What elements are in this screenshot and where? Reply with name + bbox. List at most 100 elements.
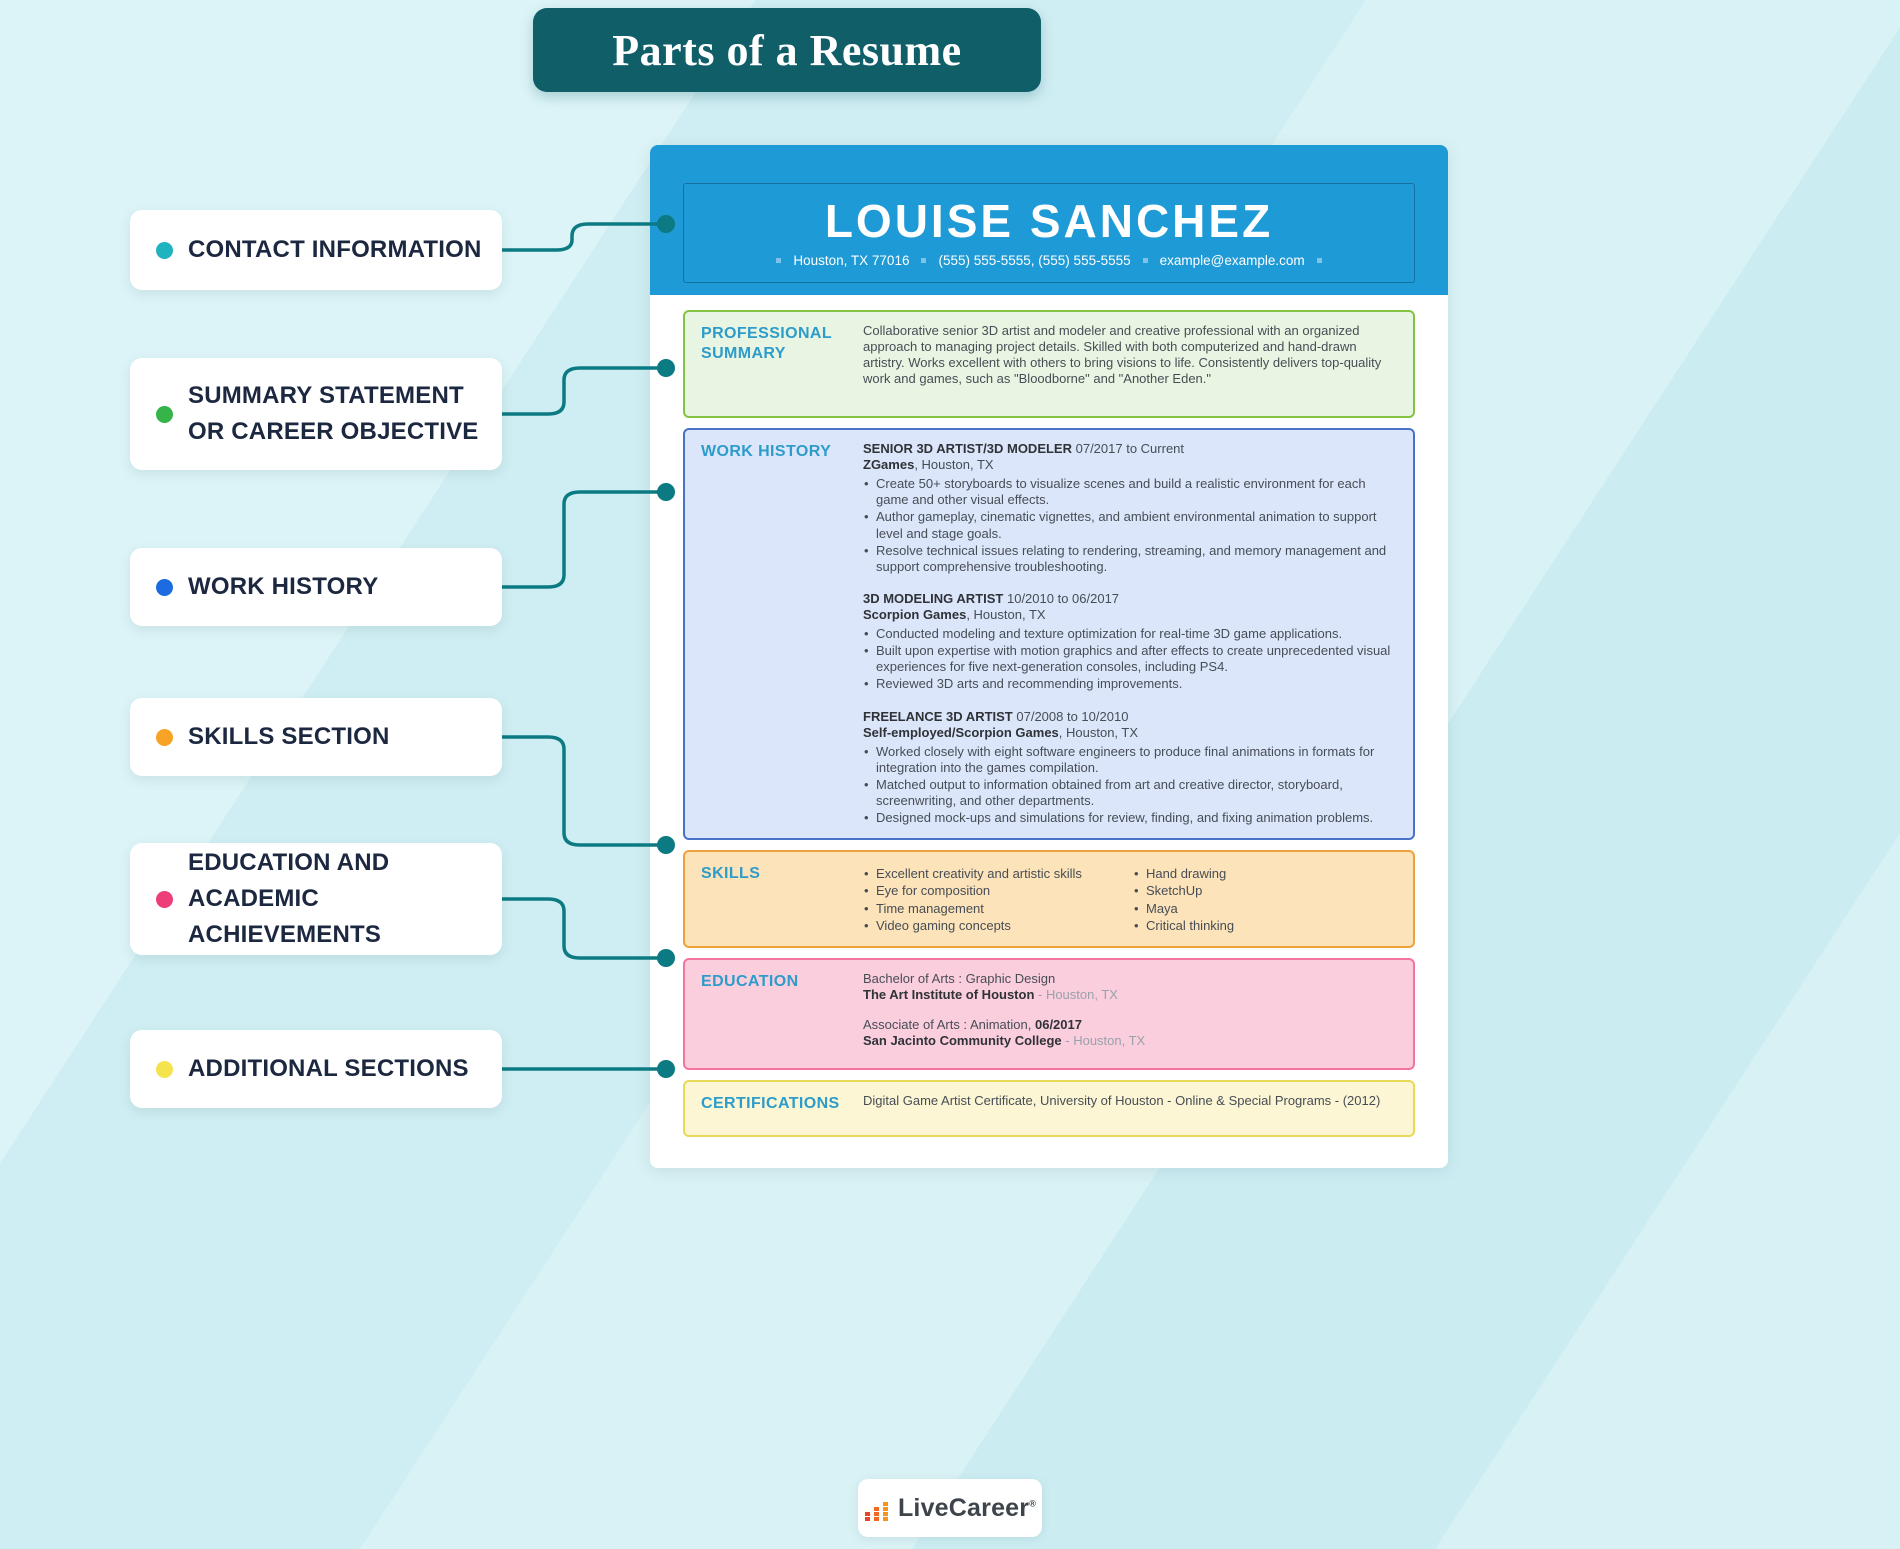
education-school-line: The Art Institute of Houston - Houston, … <box>863 987 1399 1003</box>
certification-text: Digital Game Artist Certificate, Univers… <box>863 1092 1381 1108</box>
education-entry: Associate of Arts : Animation, 06/2017 S… <box>863 1017 1399 1049</box>
job-title-line: FREELANCE 3D ARTIST 07/2008 to 10/2010 <box>863 709 1399 725</box>
skill-item: Critical thinking <box>1133 918 1403 934</box>
resume-page: LOUISE SANCHEZ Houston, TX 77016 (555) 5… <box>650 145 1448 1168</box>
education-degree: Bachelor of Arts : Graphic Design <box>863 970 1056 986</box>
bullet-item: Designed mock-ups and simulations for re… <box>863 810 1399 826</box>
education-location: - Houston, TX <box>1034 986 1118 1002</box>
contact-location: Houston, TX 77016 <box>793 253 910 268</box>
job-bullets: Worked closely with eight software engin… <box>863 744 1399 827</box>
skills-column-1: Excellent creativity and artistic skills… <box>863 866 1133 934</box>
job-company-line: ZGames, Houston, TX <box>863 457 1399 473</box>
section-education: EDUCATION Bachelor of Arts : Graphic Des… <box>683 957 1415 1070</box>
job-company-line: Scorpion Games, Houston, TX <box>863 607 1399 623</box>
bullet-item: Conducted modeling and texture optimizat… <box>863 626 1399 642</box>
section-professional-summary: PROFESSIONAL SUMMARY Collaborative senio… <box>683 310 1415 418</box>
section-certifications: CERTIFICATIONS Digital Game Artist Certi… <box>683 1079 1415 1137</box>
skill-item: Video gaming concepts <box>863 918 1133 934</box>
separator-square-icon <box>1316 258 1322 263</box>
contact-phone: (555) 555-5555, (555) 555-5555 <box>938 253 1131 268</box>
summary-content: Collaborative senior 3D artist and model… <box>863 323 1399 405</box>
job-entry: FREELANCE 3D ARTIST 07/2008 to 10/2010 S… <box>863 709 1399 827</box>
job-dates: 07/2008 to 10/2010 <box>1016 708 1129 724</box>
job-title: 3D MODELING ARTIST <box>863 590 1004 606</box>
section-heading: SKILLS <box>701 865 761 883</box>
bullet-item: Built upon expertise with motion graphic… <box>863 643 1399 675</box>
summary-statement-dot <box>156 405 173 423</box>
callout-label: SKILLS SECTION <box>188 723 390 750</box>
livecareer-wordmark: LiveCareer® <box>897 1493 1037 1522</box>
skill-item: Maya <box>1133 901 1403 917</box>
skill-item: Excellent creativity and artistic skills <box>863 866 1133 882</box>
section-heading: PROFESSIONAL SUMMARY <box>701 325 832 362</box>
callout-additional-sections: ADDITIONAL SECTIONS <box>130 1030 502 1108</box>
section-heading: CERTIFICATIONS <box>701 1094 840 1112</box>
education-school: San Jacinto Community College <box>863 1033 1062 1049</box>
job-location: , Houston, TX <box>1058 724 1139 740</box>
job-bullets: Conducted modeling and texture optimizat… <box>863 626 1399 693</box>
skills-content: Excellent creativity and artistic skills… <box>863 863 1403 934</box>
section-skills: SKILLS Excellent creativity and artistic… <box>683 850 1415 948</box>
callout-label: CONTACT INFORMATION <box>188 236 482 263</box>
resume-header: LOUISE SANCHEZ Houston, TX 77016 (555) 5… <box>650 145 1448 295</box>
additional-sections-dot <box>156 1060 173 1078</box>
job-title: FREELANCE 3D ARTIST <box>863 708 1013 724</box>
contact-information-dot <box>156 241 173 259</box>
callout-education: EDUCATION AND ACADEMIC ACHIEVEMENTS <box>130 843 502 955</box>
page-title: Parts of a Resume <box>612 25 962 75</box>
certifications-content: Digital Game Artist Certificate, Univers… <box>863 1093 1399 1124</box>
section-heading: WORK HISTORY <box>701 443 832 460</box>
bullet-item: Resolve technical issues relating to ren… <box>863 543 1399 575</box>
job-entry: SENIOR 3D ARTIST/3D MODELER 07/2017 to C… <box>863 441 1399 575</box>
skills-section-dot <box>156 728 173 746</box>
contact-email: example@example.com <box>1159 253 1305 268</box>
work-history-content: SENIOR 3D ARTIST/3D MODELER 07/2017 to C… <box>863 441 1399 827</box>
education-location: - Houston, TX <box>1061 1033 1146 1049</box>
job-company-line: Self-employed/Scorpion Games, Houston, T… <box>863 725 1399 741</box>
job-company: Scorpion Games <box>863 606 967 622</box>
skills-column-2: Hand drawing SketchUp Maya Critical thin… <box>1133 866 1403 934</box>
education-degree: Associate of Arts : Animation, <box>863 1016 1035 1032</box>
education-school-line: San Jacinto Community College - Houston,… <box>863 1033 1399 1049</box>
job-dates: 07/2017 to Current <box>1075 441 1185 456</box>
bullet-item: Worked closely with eight software engin… <box>863 744 1399 776</box>
separator-square-icon <box>776 258 782 263</box>
skill-item: Eye for composition <box>863 883 1133 899</box>
callout-work-history: WORK HISTORY <box>130 548 502 626</box>
livecareer-logo: LiveCareer® <box>858 1479 1042 1537</box>
skill-item: Time management <box>863 901 1133 917</box>
registered-mark: ® <box>1029 1498 1037 1509</box>
resume-header-frame: LOUISE SANCHEZ Houston, TX 77016 (555) 5… <box>683 183 1415 283</box>
education-dot <box>156 890 173 908</box>
callout-skills-section: SKILLS SECTION <box>130 698 502 776</box>
job-title: SENIOR 3D ARTIST/3D MODELER <box>863 441 1072 456</box>
callout-contact-information: CONTACT INFORMATION <box>130 210 502 290</box>
separator-square-icon <box>1142 258 1148 263</box>
resume-name: LOUISE SANCHEZ <box>824 195 1274 247</box>
job-location: , Houston, TX <box>914 457 994 473</box>
job-title-line: 3D MODELING ARTIST 10/2010 to 06/2017 <box>863 591 1399 607</box>
job-company: Self-employed/Scorpion Games <box>863 724 1059 740</box>
education-content: Bachelor of Arts : Graphic Design The Ar… <box>863 971 1399 1057</box>
callout-label: EDUCATION AND ACADEMIC ACHIEVEMENTS <box>188 849 390 948</box>
job-company: ZGames <box>863 457 915 473</box>
separator-square-icon <box>921 258 927 263</box>
job-entry: 3D MODELING ARTIST 10/2010 to 06/2017 Sc… <box>863 591 1399 693</box>
job-location: , Houston, TX <box>966 606 1046 622</box>
education-date: 06/2017 <box>1034 1016 1082 1032</box>
callout-summary-statement: SUMMARY STATEMENT OR CAREER OBJECTIVE <box>130 358 502 470</box>
bullet-item: Reviewed 3D arts and recommending improv… <box>863 676 1399 692</box>
livecareer-bars-icon <box>864 1501 888 1521</box>
section-work-history: WORK HISTORY SENIOR 3D ARTIST/3D MODELER… <box>683 428 1415 841</box>
title-banner: Parts of a Resume <box>533 8 1041 92</box>
job-dates: 10/2010 to 06/2017 <box>1006 590 1120 606</box>
bullet-item: Create 50+ storyboards to visualize scen… <box>863 476 1399 508</box>
skill-item: SketchUp <box>1133 883 1403 899</box>
education-entry: Bachelor of Arts : Graphic Design The Ar… <box>863 971 1399 1003</box>
bullet-item: Matched output to information obtained f… <box>863 777 1399 809</box>
education-degree-line: Associate of Arts : Animation, 06/2017 <box>863 1017 1399 1033</box>
skill-item: Hand drawing <box>1133 866 1403 882</box>
callout-label: SUMMARY STATEMENT OR CAREER OBJECTIVE <box>188 382 479 445</box>
job-bullets: Create 50+ storyboards to visualize scen… <box>863 476 1399 575</box>
